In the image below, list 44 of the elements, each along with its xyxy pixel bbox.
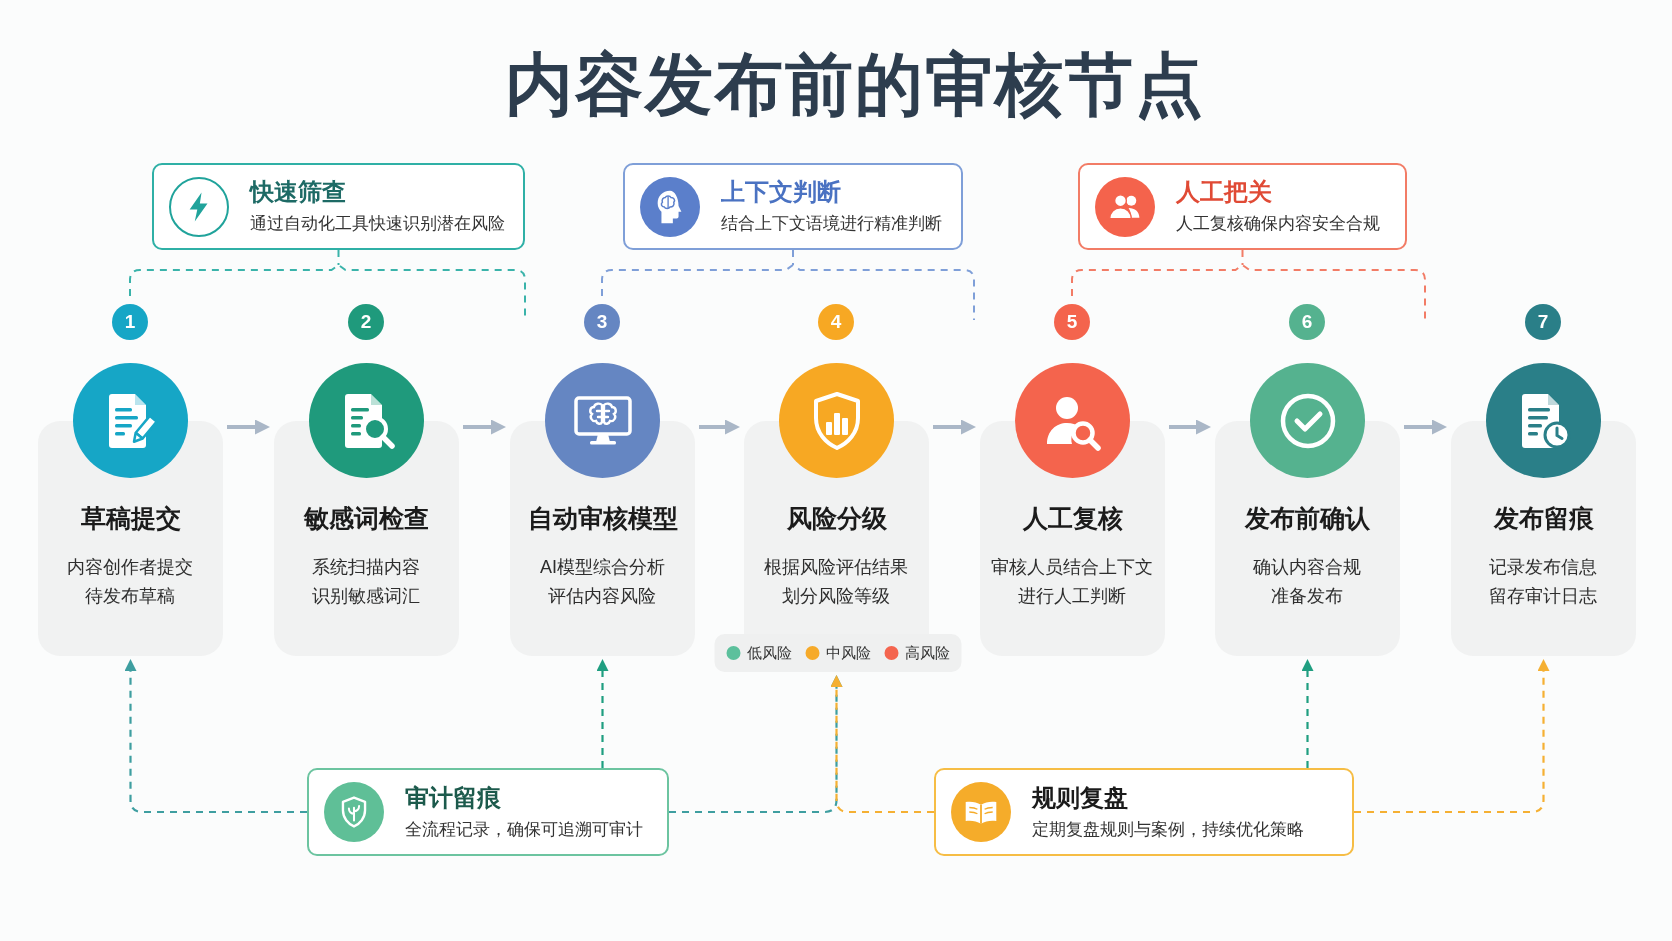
legend-label: 低风险 [746,643,792,663]
step-description: 记录发布信息留存审计日志 [1488,556,1599,608]
arrow [1404,419,1447,435]
callout-box [934,768,1354,856]
callout-description: 通过自动化工具快速识别潜在风险 [250,213,505,235]
callout-title: 上下文判断 [721,177,841,207]
step-title: 风险分级 [786,503,887,533]
callout-description: 全流程记录，确保可追溯可审计 [405,818,643,841]
callout-title: 人工把关 [1176,177,1272,207]
callout-box [623,163,963,250]
arrow [699,419,740,435]
callout-description: 结合上下文语境进行精准判断 [721,213,942,235]
callout-description: 人工复核确保内容安全合规 [1176,213,1380,235]
callout-box [152,163,525,250]
diagram-title: 内容发布前的审核节点 [505,45,1205,124]
step-title: 草稿提交 [80,503,181,533]
step-description: 系统扫描内容识别敏感词汇 [311,556,422,608]
step-title: 人工复核 [1022,503,1123,533]
legend-label: 高风险 [904,643,950,663]
dashed-arrow [830,675,934,814]
callout-title: 规则复盘 [1032,782,1128,813]
callout-title: 审计留痕 [405,782,501,813]
dashed-arrow [1301,659,1314,768]
dashed-arrow [1354,659,1550,814]
arrow [933,419,976,435]
callout-box [1078,163,1407,250]
step-description: 确认内容合规准备发布 [1252,556,1363,608]
step-title: 自动审核模型 [527,503,678,533]
callout-title: 快速筛查 [250,177,346,207]
legend-label: 中风险 [825,643,871,663]
step-title: 发布留痕 [1493,503,1594,533]
step-description: AI模型综合分析评估内容风险 [539,556,666,608]
step-description: 内容创作者提交待发布草稿 [66,556,195,608]
step-title: 发布前确认 [1245,503,1370,533]
dashed-arrow [596,659,609,768]
arrow [227,419,270,435]
dashed-arrow [124,659,307,814]
step-description: 审核人员结合上下文进行人工判断 [990,556,1155,608]
step-title: 敏感词检查 [304,503,429,533]
callout-description: 定期复盘规则与案例，持续优化策略 [1032,818,1304,841]
step-description: 根据风险评估结果划分风险等级 [763,556,910,608]
callout-box [307,768,669,856]
arrow [1169,419,1211,435]
arrow [463,419,506,435]
